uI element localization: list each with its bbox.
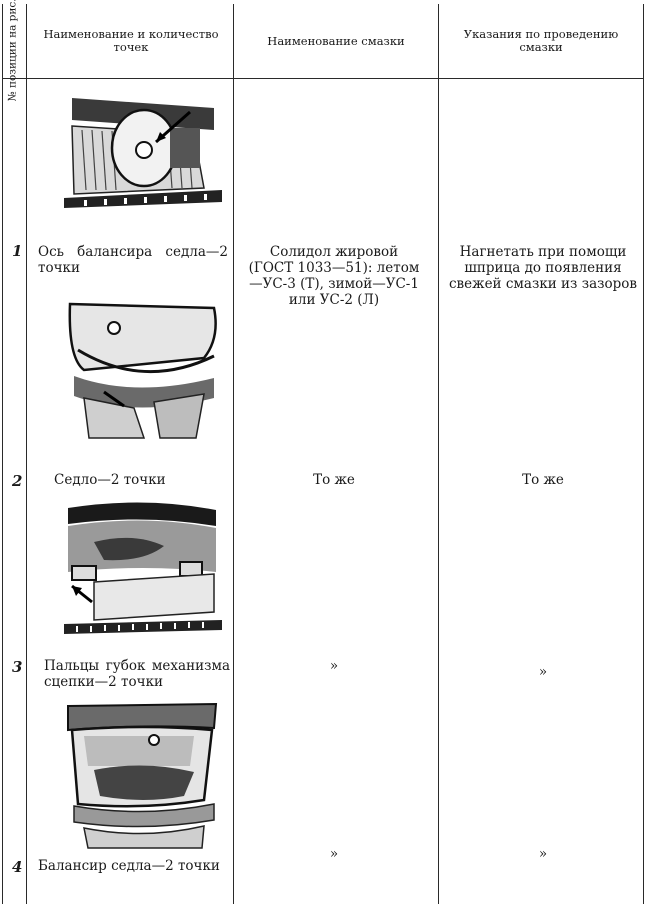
row-1-lubricant: Солидол жировой (ГОСТ 1033—51): летом—УС…	[248, 244, 420, 308]
row-number: 1	[12, 242, 23, 260]
column-divider	[438, 4, 439, 904]
header-rule	[2, 78, 644, 79]
row-2-point-name: Седло—2 точки	[54, 472, 166, 488]
header-position-label: № позиции на рис. 16	[6, 0, 19, 101]
illustration-saddle-balancer	[64, 700, 222, 852]
illustration-coupling-jaw-pins	[64, 502, 222, 640]
row-number: 3	[12, 658, 23, 676]
row-3-instructions: »	[538, 664, 548, 680]
row-3-lubricant: »	[329, 658, 339, 674]
row-number: 2	[12, 472, 23, 490]
header-position-number: № позиции на рис. 16	[2, 0, 24, 101]
row-4-instructions: »	[538, 846, 548, 862]
column-divider	[233, 4, 234, 904]
row-number: 4	[12, 858, 23, 876]
illustration-saddle-balancer-axle	[64, 90, 222, 215]
header-instructions: Указания по проведению смазки	[463, 27, 619, 54]
row-4-lubricant: »	[329, 846, 339, 862]
row-4-point-name: Балансир седла—2 точки	[38, 858, 220, 874]
row-1-point-name: Ось балансира седла—2 точки	[38, 244, 228, 276]
table-border-right	[643, 4, 644, 904]
illustration-saddle	[64, 298, 222, 448]
column-divider	[26, 4, 27, 904]
row-2-instructions: То же	[522, 472, 564, 488]
row-1-instructions: Нагнетать при помощи шприца до появления…	[449, 244, 637, 292]
header-point-name: Наименование и количество точек	[43, 27, 219, 54]
row-2-lubricant: То же	[313, 472, 355, 488]
table-border-left	[2, 4, 3, 904]
header-lubricant-name: Наименование смазки	[267, 34, 405, 48]
row-3-point-name: Пальцы губок механизма сцепки—2 точки	[44, 658, 230, 690]
